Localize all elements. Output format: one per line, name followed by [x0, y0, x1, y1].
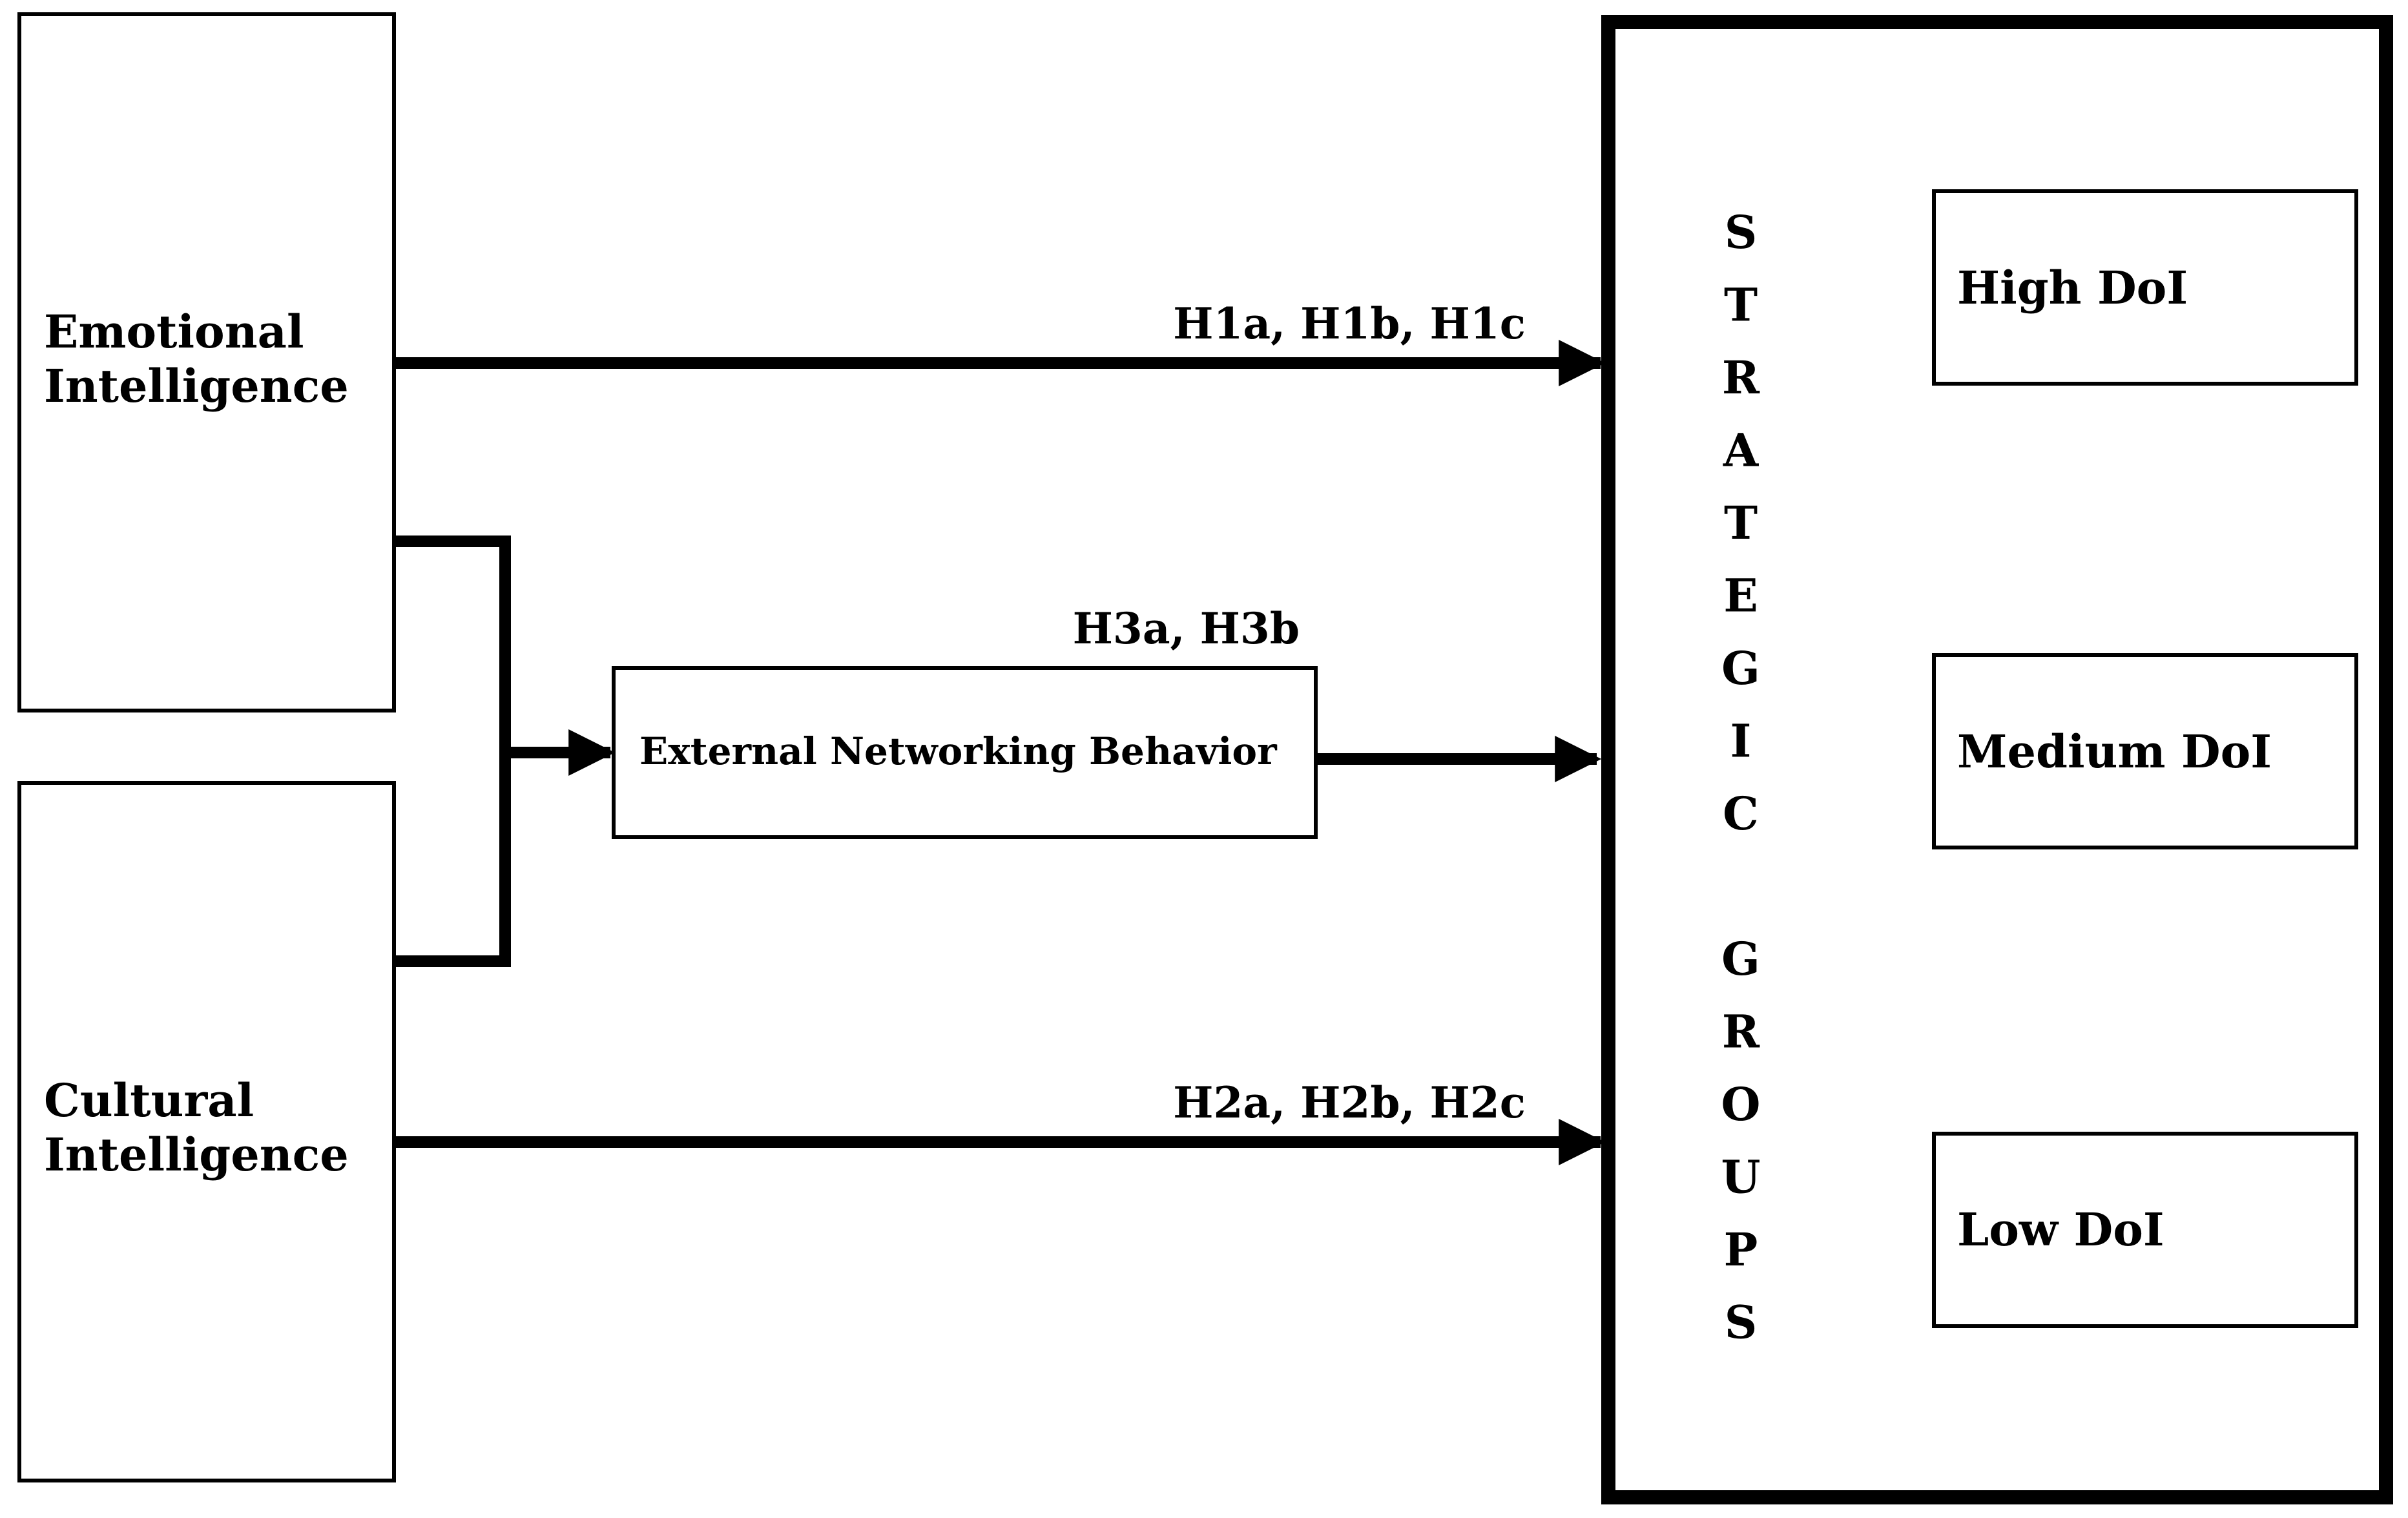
h2-label: H2a, H2b, H2c — [1173, 1077, 1526, 1128]
strategic-groups-letter: P — [1724, 1223, 1758, 1276]
strategic-groups-letter: T — [1724, 496, 1758, 550]
emotional-intelligence-label: Emotional Intelligence — [44, 305, 349, 413]
external-networking-label: External Networking Behavior — [639, 729, 1278, 773]
strategic-groups-box — [1601, 15, 2393, 1504]
h3-label: H3a, H3b — [1073, 603, 1300, 654]
medium-doi-box — [1932, 653, 2358, 849]
strategic-groups-letter: U — [1721, 1150, 1760, 1204]
cultural-label-line-2: Intelligence — [44, 1128, 349, 1181]
strategic-groups-letter: O — [1721, 1077, 1761, 1131]
emotional-label-line-2: Intelligence — [44, 359, 349, 413]
cultural-intelligence-label: Cultural Intelligence — [44, 1074, 349, 1181]
low-doi-box — [1932, 1132, 2358, 1328]
h1-label: H1a, H1b, H1c — [1173, 298, 1526, 349]
cultural-label-line-1: Cultural — [44, 1074, 254, 1127]
strategic-groups-letter: T — [1724, 278, 1758, 332]
strategic-groups-letter: R — [1722, 351, 1760, 404]
high-doi-box — [1932, 189, 2358, 386]
high-doi-label: High DoI — [1957, 261, 2188, 315]
external-networking-box — [612, 666, 1318, 839]
cultural-intelligence-box — [17, 781, 396, 1482]
strategic-groups-letter: E — [1723, 569, 1758, 623]
strategic-groups-letter: R — [1722, 1005, 1760, 1059]
strategic-groups-letter: S — [1725, 1296, 1758, 1349]
strategic-groups-letter: I — [1730, 714, 1752, 768]
strategic-groups-letter: G — [1721, 641, 1760, 695]
strategic-groups-letter: G — [1721, 932, 1760, 986]
strategic-groups-letter: A — [1723, 424, 1759, 477]
strategic-groups-letter: C — [1723, 787, 1759, 840]
strategic-groups-letter: S — [1725, 205, 1758, 259]
low-doi-label: Low DoI — [1957, 1203, 2164, 1256]
emotional-intelligence-box — [17, 12, 396, 712]
moderation-bracket — [395, 535, 511, 967]
medium-doi-label: Medium DoI — [1957, 725, 2272, 778]
emotional-label-line-1: Emotional — [44, 305, 304, 359]
